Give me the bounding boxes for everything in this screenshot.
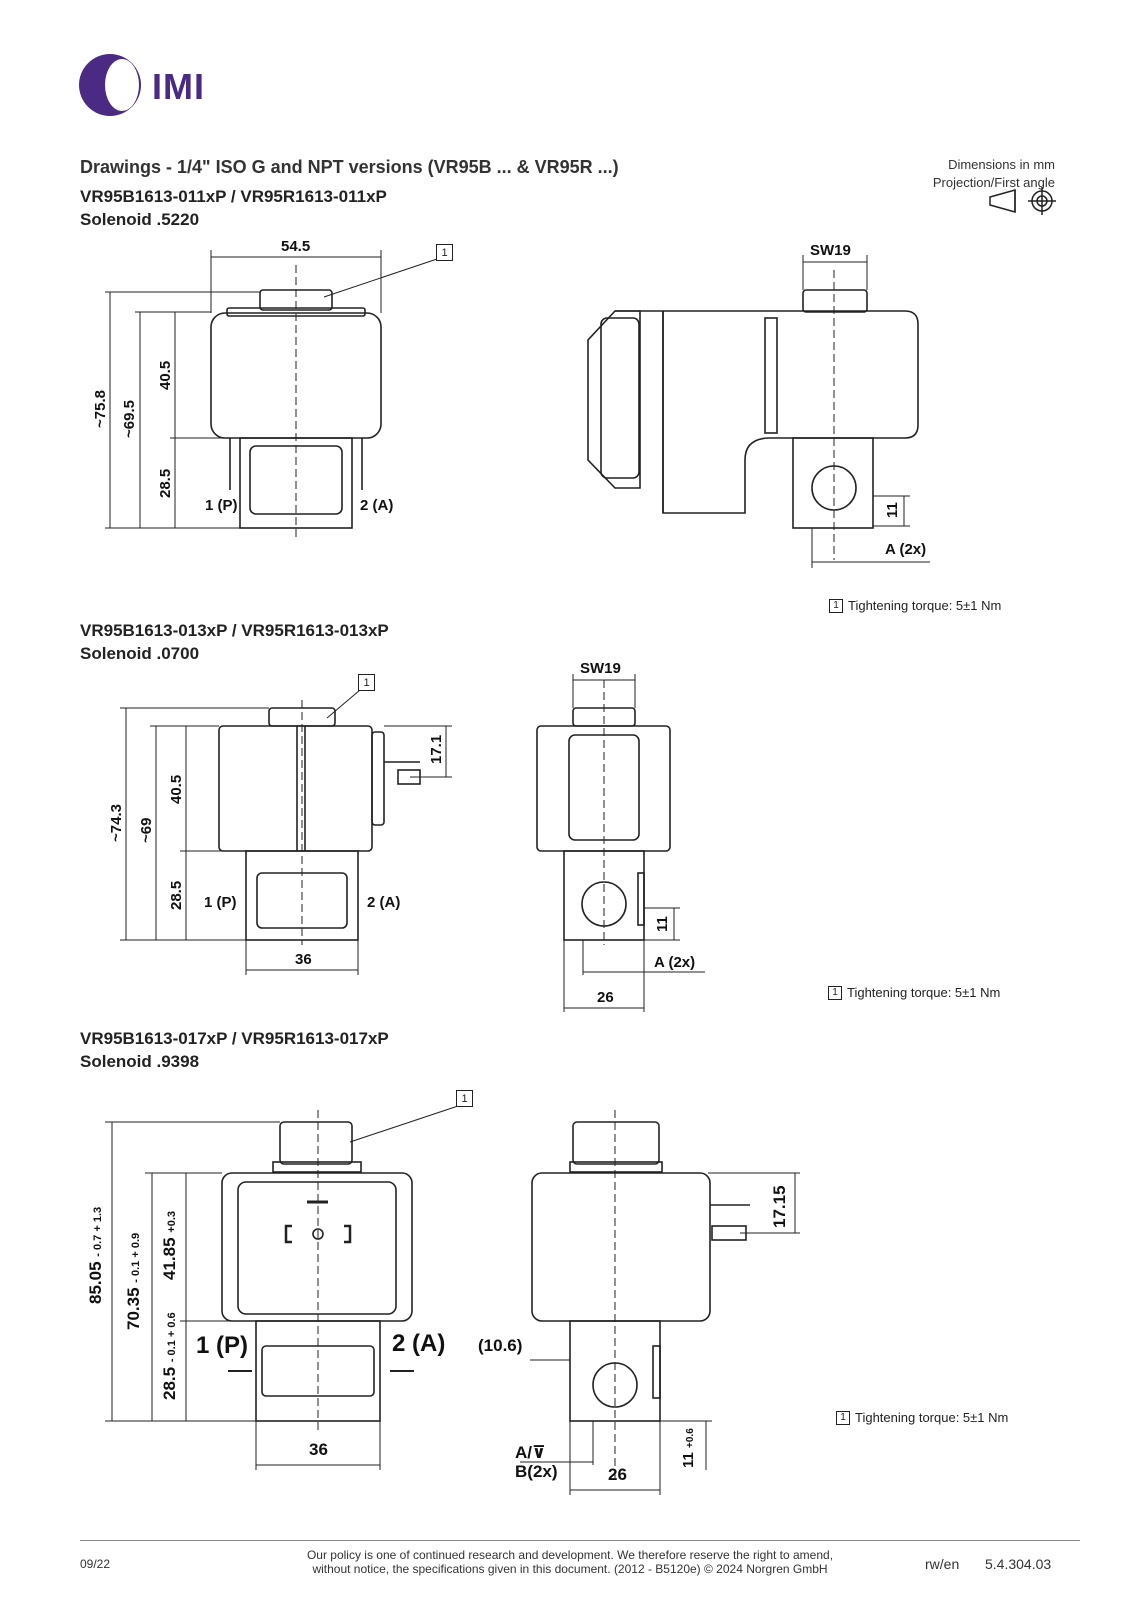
dim-height-body: ~69.5 [121,400,138,438]
section-3-heading: VR95B1613-017xP / VR95R1613-017xP Soleno… [80,1027,389,1073]
section-1-model: VR95B1613-011xP / VR95R1613-011xP [80,187,387,206]
port-1-label: 1 (P) [204,894,237,911]
dim-width: 54.5 [281,238,311,255]
torque-note-text: Tightening torque: 5±1 Nm [848,598,1002,613]
dimensions-note: Dimensions in mm Projection/First angle [933,156,1055,192]
port-2-label: 2 (A) [367,894,401,911]
port-a-label: A/⊽ [515,1443,546,1462]
section-2-heading: VR95B1613-013xP / VR95R1613-013xP Soleno… [80,619,389,665]
callout-marker: 1 [456,1090,473,1107]
dim-height-coil-value: 41.85 [160,1237,179,1280]
dim-height-total-tolerance: - 0.7 + 1.3 [92,1206,104,1257]
footer-policy-line-2: without notice, the specifications given… [312,1562,828,1576]
callout-marker: 1 [436,244,453,261]
torque-note-text: Tightening torque: 5±1 Nm [847,985,1001,1000]
dim-height-base-tolerance: - 0.1 + 0.6 [166,1312,178,1363]
port-ab-label: A/⊽ B(2x) [515,1443,558,1481]
dim-height-body: ~69 [138,817,155,843]
dim-height-body-tolerance: - 0.1 + 0.9 [130,1232,142,1283]
page-title: Drawings - 1/4" ISO G and NPT versions (… [80,157,619,177]
port-1-label: 1 (P) [196,1332,249,1359]
port-b-label: B(2x) [515,1462,558,1481]
port-a-label: A (2x) [885,541,927,558]
callout-marker: 1 [828,985,842,1000]
port-2-label: 2 (A) [360,497,394,514]
dim-height-total: 85.05 - 0.7 + 1.3 [86,1207,106,1304]
dim-body-width: 36 [309,1440,328,1459]
dim-port-height-tolerance: +0.6 [685,1428,696,1448]
torque-note-1: 1 Tightening torque: 5±1 Nm [829,598,1001,613]
footer-divider [80,1540,1080,1541]
port-2-label: 2 (A) [392,1330,446,1357]
dim-side-width: 26 [597,989,614,1006]
projection-type: Projection/First angle [932,175,1055,190]
callout-marker: 1 [829,598,843,613]
imi-logo-mark [79,54,141,116]
dim-port-height-value: 11 [680,1452,697,1468]
footer-doc-number: 5.4.304.03 [985,1556,1052,1572]
section-3-model: VR95B1613-017xP / VR95R1613-017xP [80,1029,389,1048]
brand-logo-text: IMI [152,66,205,107]
dim-height-total-value: 85.05 [86,1261,105,1304]
drawing-3-side [520,1110,800,1495]
dim-side-width: 26 [608,1465,627,1484]
dim-port-height: 11 +0.6 [680,1428,697,1468]
dim-port-offset: 11 [654,916,671,932]
drawing-1-front [105,250,441,540]
footer-date: 09/22 [80,1557,111,1571]
dim-height-coil: 40.5 [157,360,174,390]
section-1-solenoid: Solenoid .5220 [80,210,200,229]
dimensions-unit: Dimensions in mm [948,157,1055,172]
section-1-heading: VR95B1613-011xP / VR95R1613-011xP Soleno… [80,185,387,231]
dim-connector-height: 17.1 [428,734,445,764]
dim-port-offset: (10.6) [478,1336,523,1355]
drawing-2-side [536,674,705,1012]
drawing-2-front [120,689,452,975]
callout-marker: 1 [358,674,375,691]
footer-policy-line-1: Our policy is one of continued research … [306,1548,834,1562]
dim-height-base: 28.5 - 0.1 + 0.6 [160,1312,180,1400]
footer-policy: Our policy is one of continued research … [265,1548,875,1576]
first-angle-projection-icon [989,187,1056,215]
dim-height-total: ~75.8 [92,390,109,428]
dim-connector-height: 17.15 [770,1185,789,1228]
footer-language: rw/en [925,1556,960,1572]
dim-height-body-value: 70.35 [124,1287,143,1330]
dim-height-base: 28.5 [157,468,174,498]
dim-height-body: 70.35 - 0.1 + 0.9 [124,1233,144,1330]
section-2-model: VR95B1613-013xP / VR95R1613-013xP [80,621,389,640]
dim-body-width: 36 [295,951,312,968]
torque-note-text: Tightening torque: 5±1 Nm [855,1410,1009,1425]
port-a-label: A (2x) [654,954,696,971]
dim-height-base-value: 28.5 [160,1366,179,1400]
dim-wrench-size: SW19 [810,242,851,259]
torque-note-2: 1 Tightening torque: 5±1 Nm [828,985,1000,1000]
dim-wrench-size: SW19 [580,660,621,677]
dim-height-total: ~74.3 [108,804,125,842]
dim-height-coil-tolerance: +0.3 [166,1211,178,1233]
section-2-solenoid: Solenoid .0700 [80,644,200,663]
drawing-1-side [587,255,930,568]
dim-height-coil: 41.85 +0.3 [160,1211,180,1280]
dim-height-base: 28.5 [168,880,185,910]
port-1-label: 1 (P) [205,497,238,514]
section-3-solenoid: Solenoid .9398 [80,1052,200,1071]
torque-note-3: 1 Tightening torque: 5±1 Nm [836,1410,1008,1425]
drawing-3-front [105,1105,459,1470]
callout-marker: 1 [836,1410,850,1425]
dim-port-offset: 11 [884,502,901,518]
dim-height-coil: 40.5 [168,774,185,804]
